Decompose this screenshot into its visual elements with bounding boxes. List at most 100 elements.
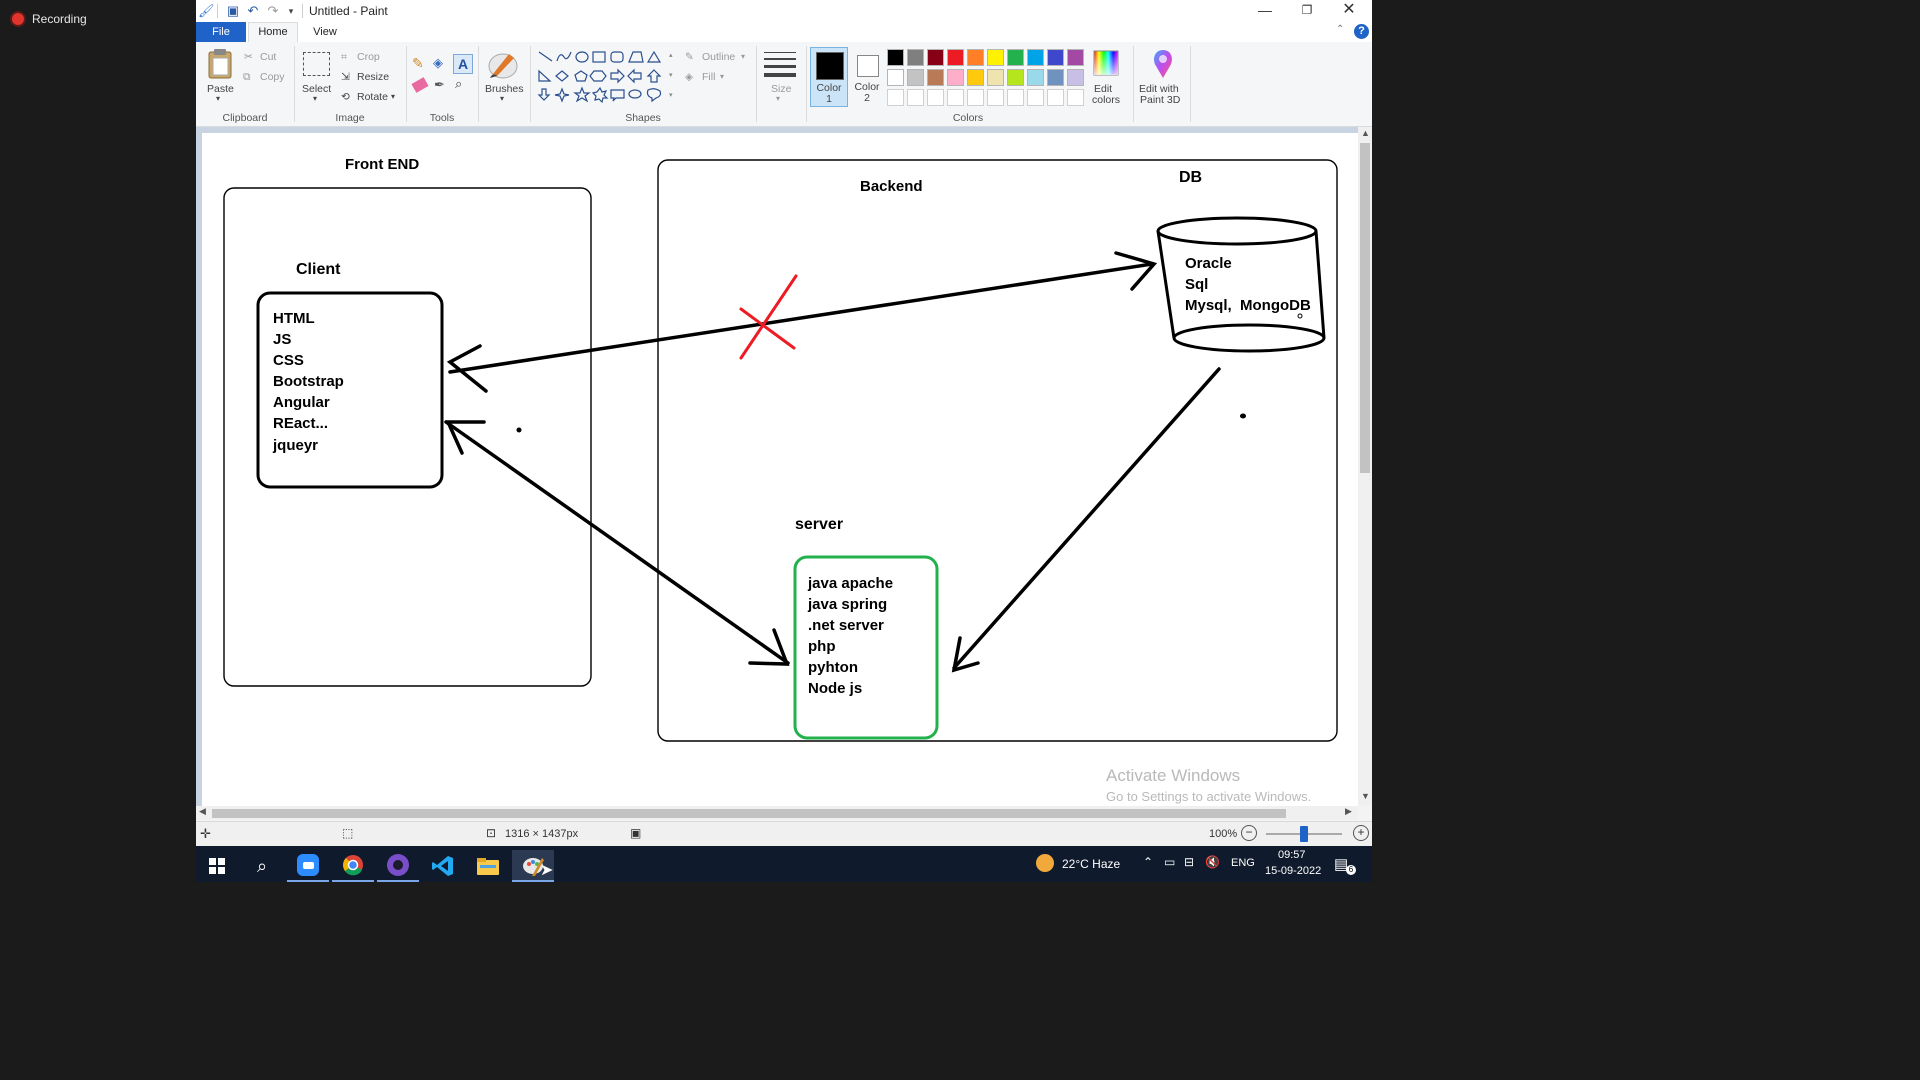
custom-color-slot[interactable]: [987, 89, 1004, 106]
resize-button[interactable]: Resize: [357, 71, 390, 83]
outline-dropdown-icon[interactable]: ▾: [741, 52, 746, 61]
palette-swatch[interactable]: [987, 49, 1004, 66]
palette-swatch[interactable]: [947, 69, 964, 86]
edit-colors-icon[interactable]: [1093, 50, 1119, 76]
clock-date[interactable]: 15-09-2022: [1265, 865, 1322, 877]
color2-button[interactable]: Color 2: [849, 47, 887, 107]
fill-bucket-icon[interactable]: ◈: [433, 55, 443, 70]
show-hidden-icons-icon[interactable]: ⌃: [1143, 855, 1154, 869]
horizontal-scroll-thumb[interactable]: [212, 809, 1286, 818]
paint3d-icon[interactable]: [1149, 48, 1177, 80]
palette-swatch[interactable]: [887, 69, 904, 86]
zoom-app-icon[interactable]: [287, 850, 329, 882]
rotate-dropdown-icon[interactable]: ▾: [391, 92, 396, 101]
palette-swatch[interactable]: [887, 49, 904, 66]
search-icon[interactable]: ⌕: [256, 855, 268, 876]
meet-now-icon[interactable]: ▭: [1164, 855, 1176, 869]
customize-quick-access-icon[interactable]: ▾: [288, 6, 294, 16]
select-dropdown-icon[interactable]: ▾: [313, 94, 318, 103]
cut-button[interactable]: Cut: [260, 51, 277, 63]
weather-icon[interactable]: [1036, 854, 1054, 872]
edit-colors-line1[interactable]: Edit: [1094, 83, 1113, 95]
palette-swatch[interactable]: [1067, 69, 1084, 86]
paste-button[interactable]: Paste: [207, 83, 234, 95]
brushes-button[interactable]: Brushes: [485, 83, 524, 95]
zoom-in-icon[interactable]: +: [1353, 825, 1369, 841]
custom-color-slot[interactable]: [907, 89, 924, 106]
zoom-out-icon[interactable]: −: [1241, 825, 1257, 841]
custom-color-slot[interactable]: [927, 89, 944, 106]
custom-color-slot[interactable]: [1007, 89, 1024, 106]
scroll-down-icon[interactable]: ▼: [1361, 791, 1370, 801]
custom-color-slot[interactable]: [1067, 89, 1084, 106]
scroll-right-icon[interactable]: ▶: [1345, 806, 1352, 816]
palette-swatch[interactable]: [927, 69, 944, 86]
rotate-button[interactable]: Rotate: [357, 91, 388, 103]
palette-swatch[interactable]: [927, 49, 944, 66]
file-explorer-icon[interactable]: [467, 850, 509, 882]
palette-swatch[interactable]: [1047, 49, 1064, 66]
tab-home[interactable]: Home: [248, 22, 298, 42]
paste-dropdown-icon[interactable]: ▾: [216, 94, 221, 103]
redo-icon[interactable]: ↷: [267, 3, 279, 18]
github-desktop-icon[interactable]: [377, 850, 419, 882]
paste-icon[interactable]: [206, 48, 234, 80]
palette-swatch[interactable]: [1007, 49, 1024, 66]
palette-swatch[interactable]: [1027, 49, 1044, 66]
scroll-left-icon[interactable]: ◀: [199, 806, 206, 816]
close-button[interactable]: ✕: [1342, 1, 1356, 18]
custom-color-slot[interactable]: [967, 89, 984, 106]
shapes-scroll-down-icon[interactable]: ▾: [669, 72, 673, 79]
brushes-dropdown-icon[interactable]: ▾: [500, 94, 505, 103]
crop-button[interactable]: Crop: [357, 51, 380, 63]
outline-button[interactable]: Outline: [702, 51, 736, 63]
fill-dropdown-icon[interactable]: ▾: [720, 72, 725, 81]
copy-button[interactable]: Copy: [260, 71, 285, 83]
paint-taskbar-icon[interactable]: [512, 850, 554, 882]
palette-swatch[interactable]: [947, 49, 964, 66]
shapes-more-icon[interactable]: ▾: [669, 92, 673, 99]
custom-color-slot[interactable]: [947, 89, 964, 106]
drawing-canvas[interactable]: Front END Client HTML JS CSS Bootstrap A…: [202, 133, 1358, 806]
fill-button[interactable]: Fill: [702, 71, 716, 83]
text-tool-icon[interactable]: A: [453, 54, 473, 74]
volume-muted-icon[interactable]: 🔇: [1205, 855, 1220, 869]
action-center-icon[interactable]: ▤: [1334, 856, 1349, 873]
size-icon[interactable]: [764, 50, 796, 78]
restore-button[interactable]: ❐: [1301, 3, 1313, 17]
paint3d-line2[interactable]: Paint 3D: [1140, 94, 1181, 106]
edit-colors-line2[interactable]: colors: [1092, 94, 1121, 106]
custom-color-slot[interactable]: [1047, 89, 1064, 106]
custom-color-slot[interactable]: [887, 89, 904, 106]
palette-swatch[interactable]: [967, 69, 984, 86]
language-indicator[interactable]: ENG: [1231, 857, 1255, 869]
palette-swatch[interactable]: [1067, 49, 1084, 66]
size-dropdown-icon[interactable]: ▾: [776, 94, 781, 103]
minimize-button[interactable]: —: [1258, 2, 1272, 18]
select-icon[interactable]: [303, 52, 330, 76]
brushes-icon[interactable]: [487, 48, 519, 80]
vertical-scroll-thumb[interactable]: [1360, 143, 1370, 473]
save-icon[interactable]: ▣: [226, 3, 240, 18]
palette-swatch[interactable]: [987, 69, 1004, 86]
vscode-icon[interactable]: [422, 850, 464, 882]
color-picker-icon[interactable]: ✒: [434, 77, 445, 92]
palette-swatch[interactable]: [907, 49, 924, 66]
scroll-up-icon[interactable]: ▲: [1361, 128, 1370, 138]
shapes-scroll-up-icon[interactable]: ▴: [669, 52, 673, 59]
horizontal-scrollbar[interactable]: ◀ ▶: [196, 806, 1358, 820]
vertical-scrollbar[interactable]: ▲ ▼: [1358, 127, 1372, 806]
palette-swatch[interactable]: [967, 49, 984, 66]
shapes-gallery[interactable]: [536, 49, 678, 109]
paint3d-line1[interactable]: Edit with: [1139, 83, 1179, 95]
palette-swatch[interactable]: [1007, 69, 1024, 86]
chrome-icon[interactable]: [332, 850, 374, 882]
custom-color-slot[interactable]: [1027, 89, 1044, 106]
start-button[interactable]: [196, 850, 238, 882]
undo-icon[interactable]: ↶: [247, 3, 259, 18]
select-button[interactable]: Select: [302, 83, 332, 95]
color1-button[interactable]: Color 1: [810, 47, 848, 107]
palette-swatch[interactable]: [907, 69, 924, 86]
pencil-icon[interactable]: ✎: [412, 55, 424, 71]
tab-view[interactable]: View: [313, 26, 337, 38]
